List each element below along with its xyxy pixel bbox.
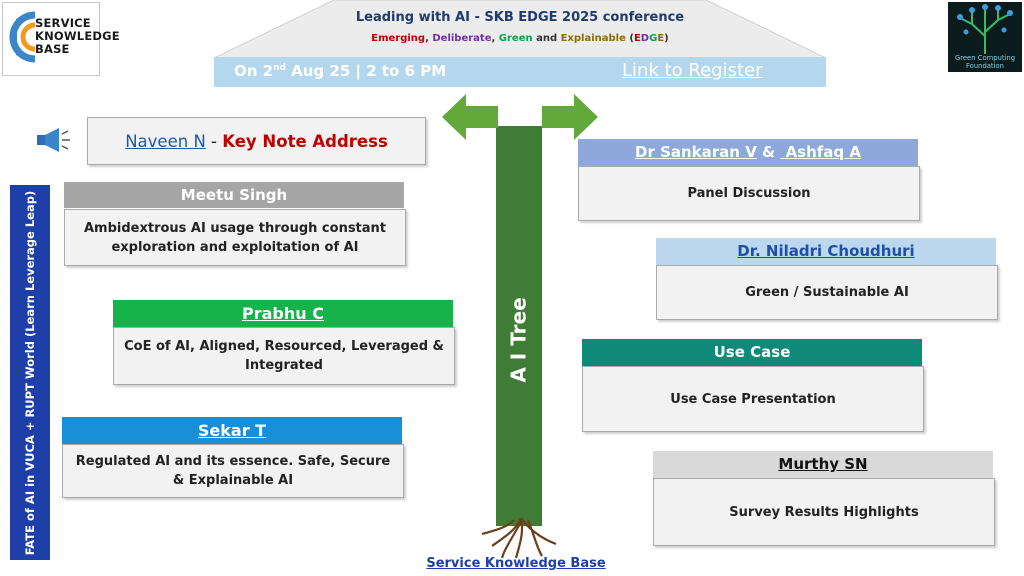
session-topic: Use Case Presentation — [670, 391, 836, 407]
keynote-separator: - — [205, 131, 223, 151]
subtitle-part: ( — [625, 33, 634, 44]
date-sup: nd — [273, 63, 286, 73]
side-banner — [10, 185, 50, 560]
register-link[interactable]: Link to Register — [622, 60, 763, 81]
gear-logo-icon — [9, 11, 36, 63]
session-topic: Survey Results Highlights — [729, 504, 919, 520]
roof-shape — [214, 0, 826, 58]
subtitle-part: Green — [498, 33, 533, 44]
subtitle-part: , — [491, 33, 499, 44]
speaker-name-link[interactable]: Dr. Niladri Choudhuri — [737, 242, 915, 260]
subtitle-part: G — [649, 33, 658, 44]
subtitle-part: Deliberate — [432, 33, 492, 44]
speaker-header-usecase: Use Case — [582, 339, 922, 366]
side-label: FATE of AI in VUCA + RUPT World (Learn L… — [23, 190, 37, 555]
speaker-name: Use Case — [713, 343, 791, 361]
subtitle-part: ) — [664, 33, 669, 44]
event-date: On 2nd Aug 25 | 2 to 6 PM — [234, 62, 446, 80]
speaker-header-panel: Dr Sankaran V & Ashfaq A — [578, 139, 918, 166]
speaker-header-niladri[interactable]: Dr. Niladri Choudhuri — [656, 238, 996, 265]
session-card-niladri: Green / Sustainable AI — [656, 265, 998, 320]
subtitle-part: and — [532, 33, 561, 44]
session-card-usecase: Use Case Presentation — [582, 366, 924, 432]
speaker-name: Meetu Singh — [180, 186, 288, 204]
subtitle-part: Emerging — [371, 33, 426, 44]
tree-circuit-icon — [957, 4, 1013, 54]
trunk-label-text: A I Tree — [507, 297, 532, 383]
speaker-header-prabhu[interactable]: Prabhu C — [113, 300, 453, 327]
conference-title: Leading with AI - SKB EDGE 2025 conferen… — [355, 10, 685, 25]
side-banner-text: FATE of AI in VUCA + RUPT World (Learn L… — [10, 185, 50, 560]
logo-line: BASE — [35, 42, 70, 56]
session-topic: Panel Discussion — [687, 186, 811, 201]
subtitle-part: Explainable — [560, 33, 626, 44]
keynote-speaker-link[interactable]: Naveen N — [125, 131, 206, 151]
skb-logo: SERVICE KNOWLEDGE BASE — [2, 2, 120, 76]
session-card-prabhu: CoE of AI, Aligned, Resourced, Leveraged… — [113, 327, 455, 385]
footer-link[interactable]: Service Knowledge Base — [426, 556, 606, 571]
speaker-header-sekar[interactable]: Sekar T — [62, 417, 402, 444]
subtitle-part: , — [425, 33, 433, 44]
conference-subtitle: Emerging, Deliberate, Green and Explaina… — [214, 33, 826, 44]
date-suffix: Aug 25 | 2 to 6 PM — [285, 62, 447, 80]
session-card-sekar: Regulated AI and its essence. Safe, Secu… — [62, 444, 404, 498]
logo-line: SERVICE — [35, 16, 91, 30]
speaker-name-link[interactable]: Murthy SN — [778, 455, 868, 473]
speaker-name-link[interactable]: Prabhu C — [242, 304, 324, 323]
session-topic: CoE of AI, Aligned, Resourced, Leveraged… — [124, 339, 444, 373]
subtitle-part: E — [633, 33, 641, 44]
session-card-panel: Panel Discussion — [578, 166, 920, 221]
session-topic: Regulated AI and its essence. Safe, Secu… — [75, 454, 391, 488]
subtitle-part: D — [640, 33, 650, 44]
roots-icon — [481, 517, 557, 559]
speaker-name-link[interactable]: Sekar T — [197, 421, 267, 440]
skb-logo-text: SERVICE KNOWLEDGE BASE — [35, 17, 120, 56]
session-topic: Ambidextrous AI usage through constant e… — [83, 220, 387, 255]
trunk-label: A I Tree — [490, 290, 548, 390]
megaphone-icon — [37, 128, 70, 152]
date-banner — [214, 57, 826, 87]
session-topic: Green / Sustainable AI — [745, 285, 909, 300]
speaker-name-link[interactable]: Dr Sankaran V — [635, 143, 757, 161]
keynote-card: Naveen N - Key Note Address — [87, 117, 426, 165]
keynote-title: Key Note Address — [222, 131, 388, 151]
date-prefix: On 2 — [234, 62, 274, 80]
speaker-header-murthy[interactable]: Murthy SN — [653, 451, 993, 478]
branch-arrows-icon — [442, 94, 598, 140]
session-card-meetu: Ambidextrous AI usage through constant e… — [64, 209, 406, 266]
keynote-content: Naveen N - Key Note Address — [88, 118, 425, 164]
speaker-header-meetu: Meetu Singh — [64, 182, 404, 208]
speaker-joiner: & — [756, 143, 781, 161]
speaker-name-link[interactable]: Ashfaq A — [780, 143, 861, 161]
session-card-murthy: Survey Results Highlights — [653, 478, 995, 546]
green-computing-text: Green Computing Foundation — [954, 54, 1016, 70]
subtitle-part: E — [657, 33, 665, 44]
tree-trunk — [496, 126, 542, 526]
green-computing-logo: Green Computing Foundation — [948, 2, 1022, 72]
logo-line: KNOWLEDGE — [35, 29, 120, 43]
